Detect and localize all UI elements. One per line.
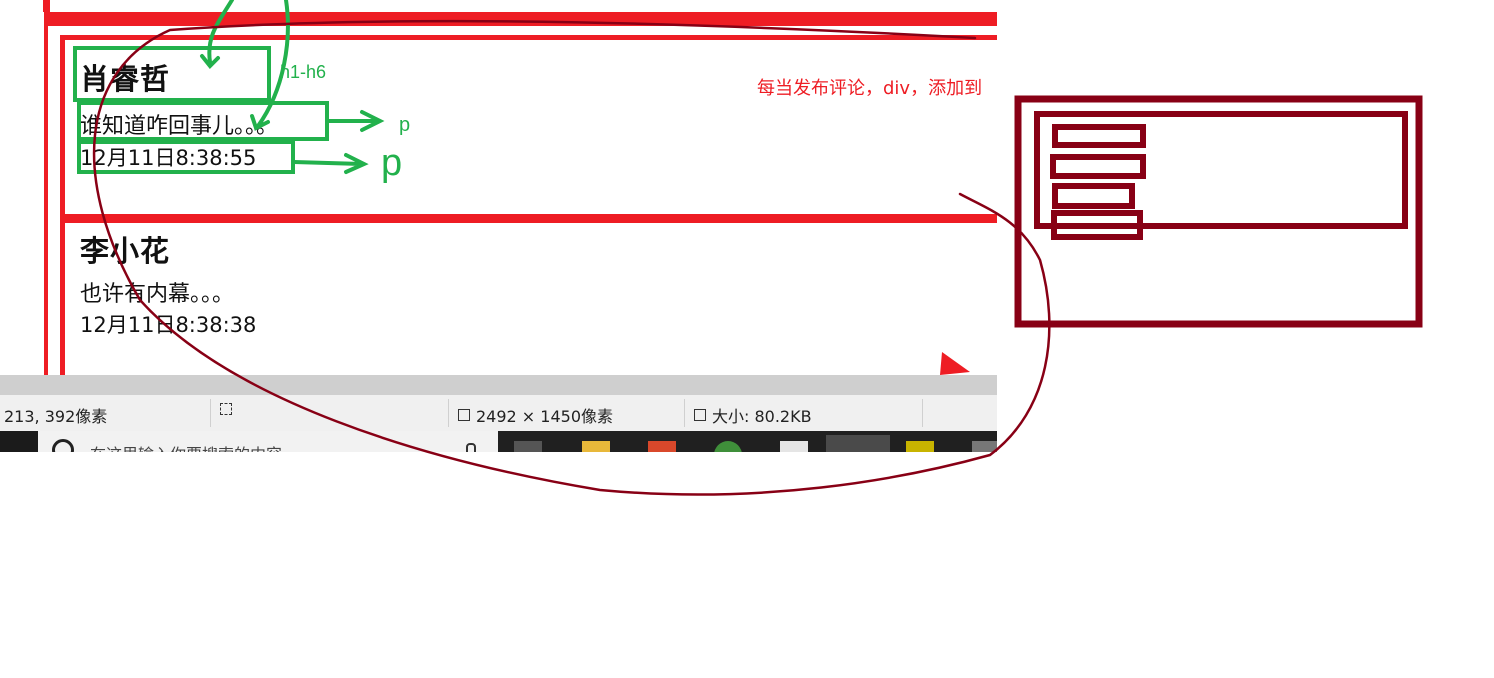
search-icon <box>52 439 74 452</box>
task-view-icon[interactable] <box>514 441 542 452</box>
comment-box <box>60 35 997 219</box>
arrow-icon <box>292 153 369 174</box>
comment-author: 肖睿哲 <box>80 62 171 96</box>
annotation-note: 每当发布评论，div，添加到 <box>757 78 983 99</box>
arrow-icon <box>200 0 234 69</box>
freehand-loop <box>92 19 1051 496</box>
heading-tag-label: h1-h6 <box>280 62 327 82</box>
previous-box-border <box>44 12 997 22</box>
comment-content: 谁知道咋回事儿。。。 <box>80 114 279 139</box>
image-dimensions: 2492 × 1450像素 <box>476 407 614 426</box>
horizontal-scrollbar[interactable] <box>0 375 997 395</box>
time-highlight-box <box>77 140 295 174</box>
heading-highlight-box <box>73 46 271 102</box>
app-icon[interactable] <box>906 441 934 452</box>
file-explorer-icon[interactable] <box>582 441 610 452</box>
app-icon[interactable] <box>972 441 997 452</box>
paragraph-sketch <box>1052 183 1135 209</box>
selection-icon <box>220 403 232 415</box>
app-icon[interactable] <box>780 441 808 452</box>
cursor-position: 213, 392像素 <box>4 407 108 426</box>
status-separator <box>684 399 685 427</box>
comment-time: 12月11日8:38:38 <box>80 313 257 337</box>
chrome-icon[interactable] <box>714 441 742 452</box>
search-placeholder: 在这里输入你要搜索的内容 <box>90 441 282 452</box>
status-separator <box>922 399 923 427</box>
comment-author: 李小花 <box>80 234 171 268</box>
image-dimensions-item: 2492 × 1450像素 <box>458 403 613 427</box>
heading-sketch <box>1052 124 1146 148</box>
outer-box-edge <box>43 0 50 12</box>
status-bar: 213, 392像素 2492 × 1450像素 大小: 80.2KB <box>0 395 997 432</box>
status-separator <box>448 399 449 427</box>
taskbar-apps <box>498 431 997 452</box>
app-icon[interactable] <box>648 441 676 452</box>
paint-icon[interactable] <box>826 435 890 452</box>
comment-box-sketch <box>1034 111 1408 229</box>
outer-container-sketch <box>1014 95 1423 328</box>
paragraph-sketch <box>1051 210 1143 240</box>
paragraph-tag-label: p <box>399 114 411 136</box>
taskbar: 在这里输入你要搜索的内容 <box>0 431 997 452</box>
arrow-icon <box>327 110 385 132</box>
arrow-icon <box>250 0 290 131</box>
comments-container <box>44 22 997 402</box>
start-button[interactable] <box>0 431 38 452</box>
dimensions-icon <box>458 409 470 421</box>
microphone-icon[interactable] <box>466 443 476 452</box>
paragraph-sketch <box>1050 154 1146 179</box>
file-size: 大小: 80.2KB <box>712 407 812 426</box>
comment-box <box>60 218 997 388</box>
paragraph-tag-label: p <box>381 142 403 184</box>
status-separator <box>210 399 211 427</box>
comment-content: 也许有内幕。。。 <box>80 282 235 307</box>
red-triangle-icon <box>940 352 970 375</box>
comment-time: 12月11日8:38:55 <box>80 146 257 170</box>
taskbar-search[interactable]: 在这里输入你要搜索的内容 <box>38 431 498 452</box>
screenshot-region: 肖睿哲 谁知道咋回事儿。。。 12月11日8:38:55 李小花 也许有内幕。。… <box>0 0 997 452</box>
save-icon <box>694 409 706 421</box>
file-size-item: 大小: 80.2KB <box>694 403 812 427</box>
